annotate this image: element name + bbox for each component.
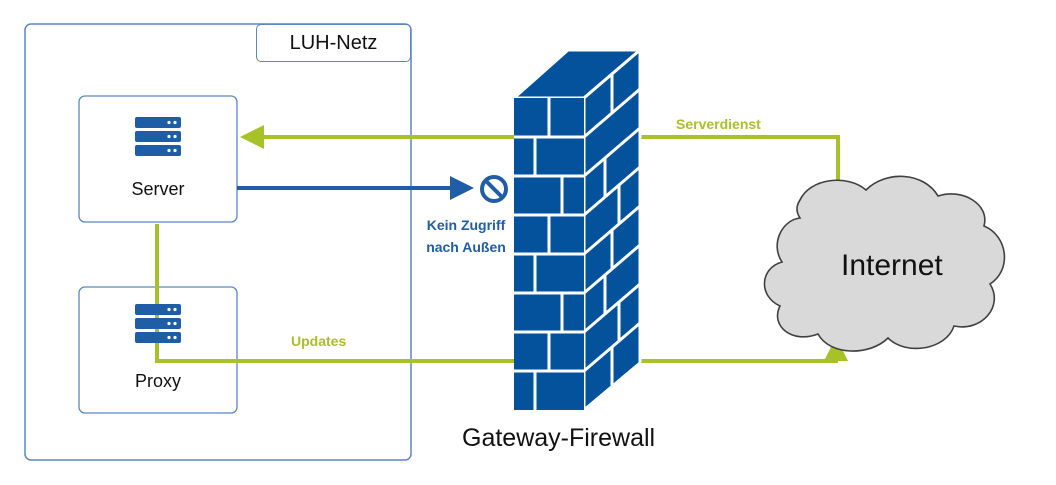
server-box xyxy=(78,95,238,223)
blocked-access-line2: nach Außen xyxy=(426,239,506,255)
updates-label: Updates xyxy=(291,333,347,349)
updates-link xyxy=(155,224,515,363)
server-label: Server xyxy=(131,179,185,199)
blocked-access-label: Kein Zugriff nach Außen xyxy=(414,214,518,258)
proxy-label: Proxy xyxy=(134,371,181,391)
no-access-icon xyxy=(480,175,508,203)
firewall-label: Gateway-Firewall xyxy=(462,424,656,452)
serverdienst-link xyxy=(640,135,840,196)
server-rack-icon xyxy=(135,304,181,343)
network-title: LUH-Netz xyxy=(256,24,411,62)
cloud-icon xyxy=(763,175,1006,352)
internet-label: Internet xyxy=(841,249,943,282)
updates-arrow xyxy=(636,337,848,363)
luh-network-boundary xyxy=(24,23,412,461)
serverdienst-label: Serverdienst xyxy=(676,116,761,132)
server-rack-icon xyxy=(135,117,181,156)
brick-wall-icon xyxy=(512,48,642,412)
blocked-access-line1: Kein Zugriff xyxy=(426,217,506,233)
